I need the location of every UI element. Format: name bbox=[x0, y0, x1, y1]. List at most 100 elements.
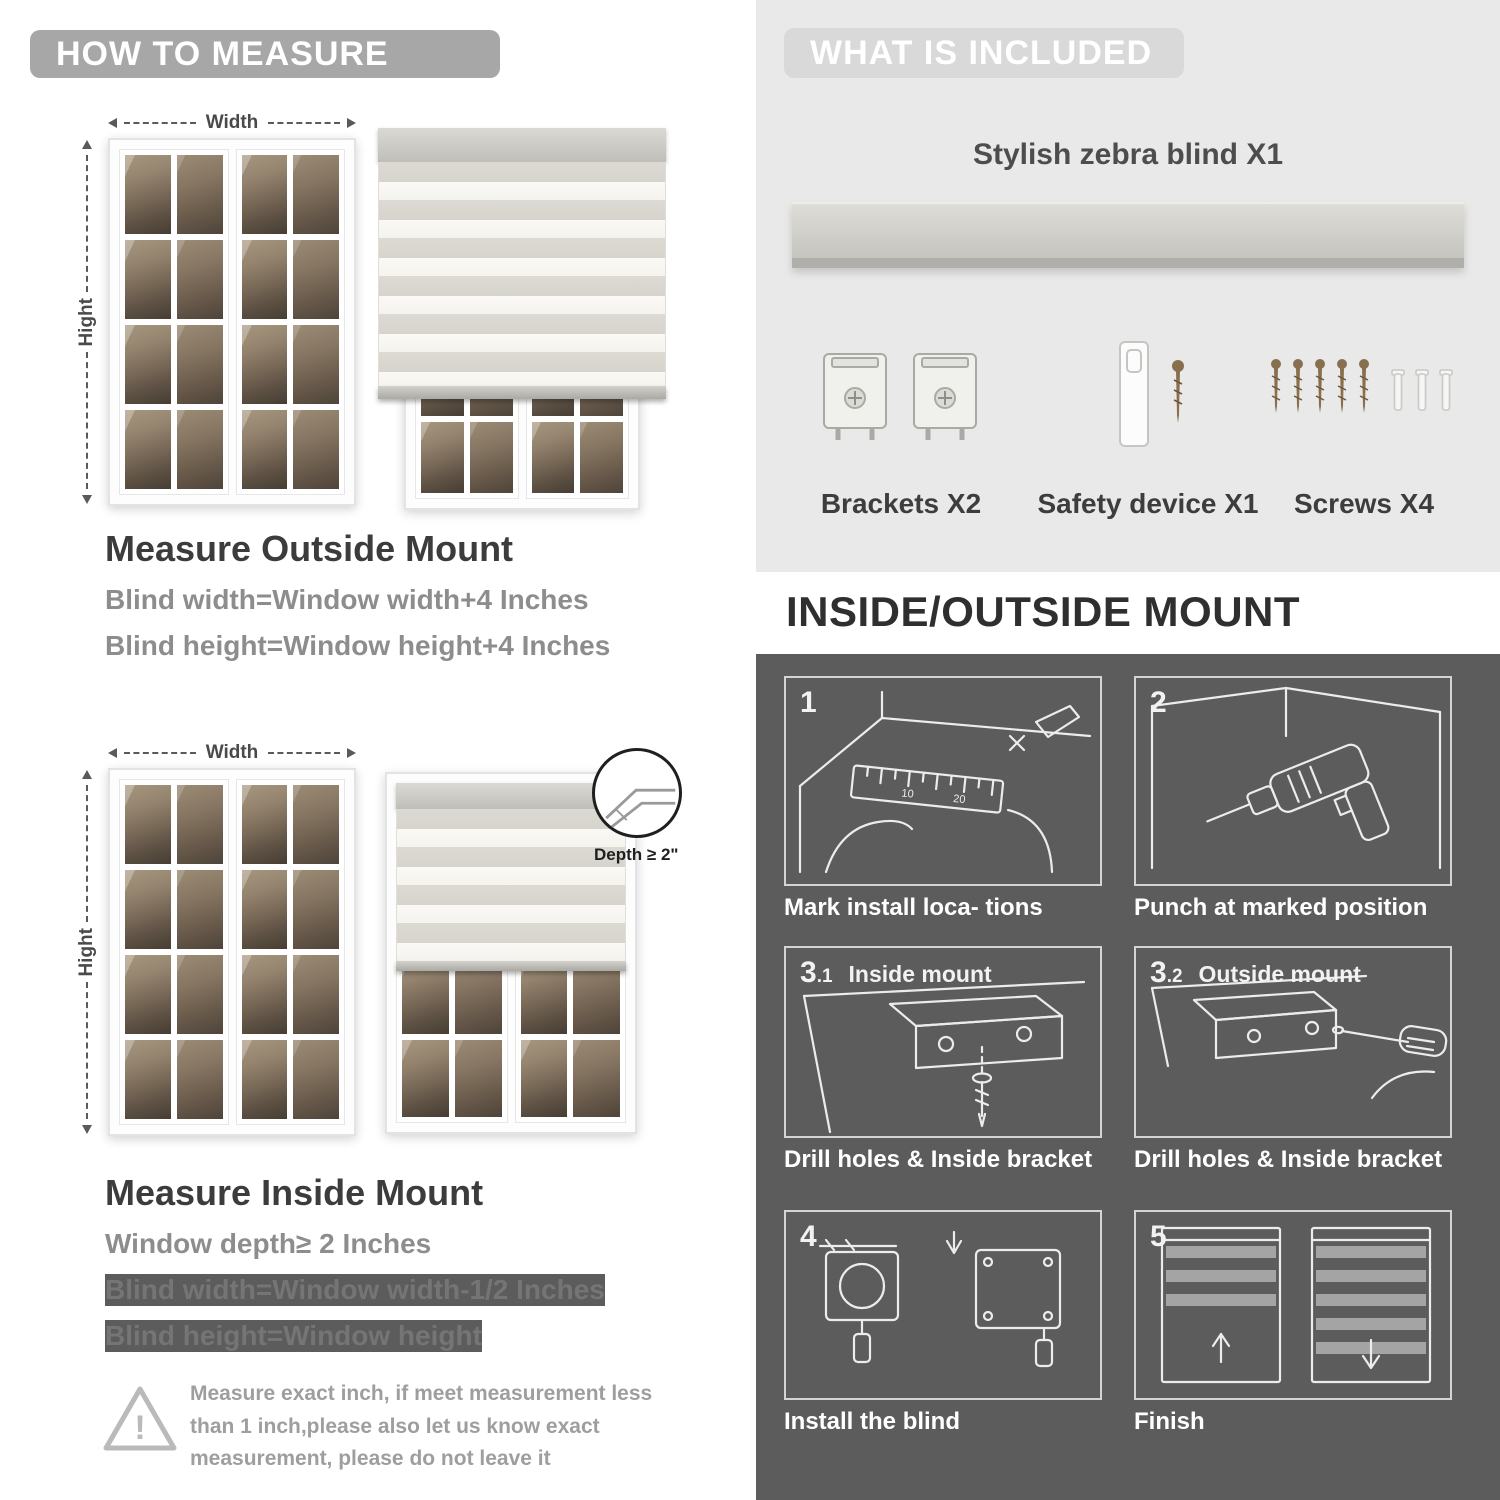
step-panel-4: 4 bbox=[784, 1210, 1102, 1400]
step-header: 1 bbox=[800, 686, 833, 720]
zebra-blind-illustration-outside bbox=[378, 128, 666, 510]
window-pane bbox=[293, 325, 339, 404]
step-caption: Drill holes & Inside bracket bbox=[784, 1146, 1093, 1173]
height-label: Hight bbox=[76, 297, 97, 347]
window-pane bbox=[241, 955, 288, 1034]
mount-title: INSIDE/OUTSIDE MOUNT bbox=[786, 588, 1301, 635]
window-pane bbox=[293, 785, 339, 864]
blind-bottom-rail bbox=[396, 961, 626, 971]
step-panel-3-2: 3 .2 Outside mount bbox=[1134, 946, 1452, 1138]
step-number: 4 bbox=[800, 1220, 817, 1253]
finish-illustration bbox=[1160, 1226, 1432, 1384]
blind-bottom-rail bbox=[378, 386, 666, 399]
inside-height-formula: Blind height=Window height bbox=[105, 1320, 482, 1352]
inside-depth-formula: Window depth≥ 2 Inches bbox=[105, 1228, 432, 1259]
window-pane bbox=[241, 870, 288, 949]
measure-inside-title: Measure Inside Mount bbox=[105, 1172, 484, 1213]
window-sash bbox=[119, 149, 229, 495]
step-panel-2: 2 bbox=[1134, 676, 1452, 886]
screws-label: Screws X4 bbox=[1293, 488, 1435, 519]
zebra-blind bbox=[396, 783, 626, 971]
window-pane bbox=[421, 422, 464, 493]
arrow-right-icon bbox=[347, 118, 356, 128]
window-illustration-inside bbox=[108, 768, 356, 1136]
depth-detail-circle bbox=[592, 748, 682, 838]
step-number: 2 bbox=[1150, 686, 1167, 719]
step-number-sub: .1 bbox=[816, 966, 833, 987]
width-measure-outside: Width bbox=[108, 112, 356, 134]
arrow-up-icon bbox=[82, 770, 92, 779]
step-panel-3-1: 3 .1 Inside mount bbox=[784, 946, 1102, 1138]
window-pane bbox=[293, 1040, 339, 1119]
height-measure-inside: Hight bbox=[76, 770, 98, 1135]
window-pane bbox=[293, 410, 339, 489]
window-corner-zoom-icon bbox=[605, 788, 676, 833]
dashed-line bbox=[86, 982, 88, 1120]
window-pane bbox=[241, 155, 288, 234]
window-pane bbox=[176, 785, 223, 864]
depth-label: Depth ≥ 2" bbox=[594, 845, 679, 864]
step-header: 2 bbox=[1150, 686, 1183, 720]
step-caption: Punch at marked position bbox=[1134, 894, 1428, 921]
blind-cassette bbox=[378, 128, 666, 162]
window-pane bbox=[520, 1039, 568, 1117]
dashed-line bbox=[86, 155, 88, 292]
dashed-line bbox=[86, 785, 88, 922]
window-pane bbox=[241, 240, 288, 319]
window-pane bbox=[241, 410, 288, 489]
width-label: Width bbox=[205, 112, 259, 133]
what-is-included-section: WHAT IS INCLUDED Stylish zebra blind X1 bbox=[756, 0, 1500, 572]
brackets-label: Brackets X2 bbox=[820, 488, 982, 519]
note-line: than 1 inch,please also let us know exac… bbox=[190, 1414, 600, 1438]
window-pane bbox=[125, 410, 171, 489]
blind-cassette bbox=[396, 783, 626, 809]
window-pane bbox=[125, 240, 171, 319]
step-header: 3 .2 Outside mount bbox=[1150, 956, 1361, 990]
safety-device-icon bbox=[1119, 341, 1184, 447]
mount-steps-section: 1 10 20 bbox=[756, 654, 1500, 1500]
window-pane bbox=[176, 325, 223, 404]
svg-text:!: ! bbox=[134, 1409, 145, 1447]
window-pane bbox=[580, 422, 623, 493]
note-line: Measure exact inch, if meet measurement … bbox=[190, 1382, 653, 1405]
arrow-left-icon bbox=[108, 748, 117, 758]
dashed-line bbox=[124, 752, 196, 754]
window-pane bbox=[469, 422, 513, 493]
how-to-measure-banner-label: HOW TO MEASURE bbox=[56, 34, 389, 73]
window-sash bbox=[235, 149, 345, 495]
window-sash bbox=[119, 779, 229, 1125]
width-label: Width bbox=[205, 742, 259, 763]
blind-stripes bbox=[378, 162, 666, 386]
inside-width-formula: Blind width=Window width-1/2 Inches bbox=[105, 1274, 605, 1306]
step-label: Outside mount bbox=[1198, 961, 1361, 987]
zebra-blind-illustration-inside bbox=[385, 772, 637, 1134]
step-caption: Install the blind bbox=[784, 1408, 961, 1435]
window-illustration-outside bbox=[108, 138, 356, 506]
window-pane bbox=[241, 785, 288, 864]
dashed-line bbox=[86, 352, 88, 490]
window-pane bbox=[125, 325, 171, 404]
measurement-note: Measure exact inch, if meet measurement … bbox=[190, 1378, 670, 1476]
window-pane bbox=[125, 1040, 171, 1119]
safety-device-label: Safety device X1 bbox=[1037, 488, 1259, 519]
dashed-line bbox=[268, 122, 340, 124]
zebra-blind-label: Stylish zebra blind X1 bbox=[972, 138, 1284, 171]
window-pane bbox=[402, 1039, 449, 1117]
width-measure-inside: Width bbox=[108, 742, 356, 764]
window-pane bbox=[176, 1040, 223, 1119]
brackets-icon bbox=[823, 353, 977, 440]
blind-stripes bbox=[396, 809, 626, 961]
window-pane bbox=[454, 1039, 502, 1117]
window-pane bbox=[176, 155, 223, 234]
step-panel-5: 5 bbox=[1134, 1210, 1452, 1400]
height-measure-outside: Hight bbox=[76, 140, 98, 505]
window-pane bbox=[125, 870, 171, 949]
height-label: Hight bbox=[76, 927, 97, 977]
step-panel-1: 1 10 20 bbox=[784, 676, 1102, 886]
how-to-measure-banner: HOW TO MEASURE bbox=[30, 30, 500, 78]
arrow-left-icon bbox=[108, 118, 117, 128]
window-pane bbox=[293, 155, 339, 234]
window-pane bbox=[293, 870, 339, 949]
install-blind-illustration bbox=[818, 1230, 1062, 1368]
